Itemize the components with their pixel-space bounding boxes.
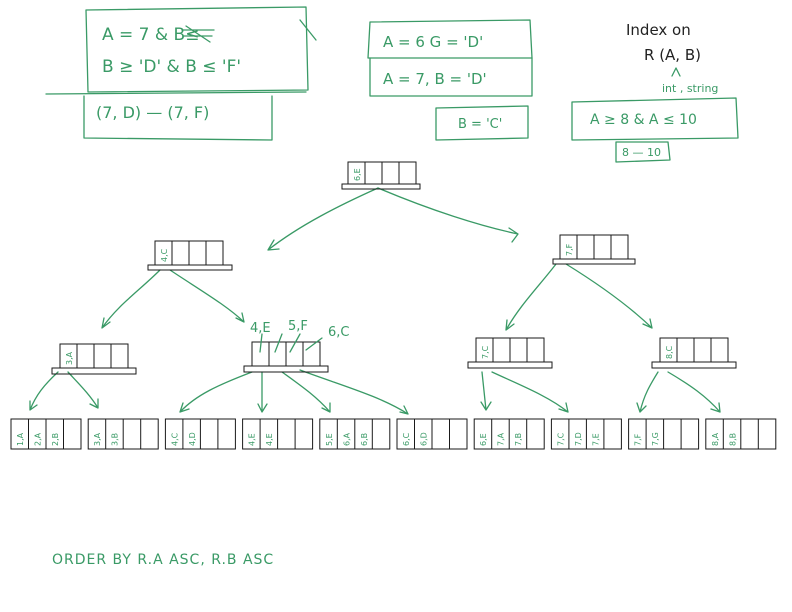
level2-annotation-1: 4,E	[250, 321, 271, 336]
order-by-note: ORDER BY R.A ASC, R.B ASC	[52, 552, 274, 568]
leaf-node: 4,C 4,D	[164, 418, 236, 450]
leaf-key: 6,A	[342, 432, 351, 446]
leaf-key: 3,A	[93, 432, 102, 446]
query1-line2: B ≥ 'D' & B ≤ 'F'	[102, 57, 241, 77]
level2-key-3: 7,C	[481, 345, 490, 359]
leaf-key: 6,E	[479, 433, 488, 446]
level2-key-4: 8,C	[665, 345, 674, 359]
leaf-node: 5,E 6,A 6,B	[319, 418, 391, 450]
leaf-key: 3,B	[111, 433, 120, 446]
root-key: 6,E	[353, 168, 362, 181]
level2-annotation-3: 6,C	[328, 325, 349, 340]
leaf-key: 7,F	[634, 433, 643, 446]
leaf-key: 7,A	[497, 432, 506, 446]
query1-line1: A = 7 & B≤	[102, 25, 199, 45]
level2-node-4: 8,C	[651, 337, 737, 369]
query2-row3: B = 'C'	[458, 117, 502, 132]
leaf-node: 1,A 2,A 2,B	[10, 418, 82, 450]
leaf-node: 7,F 7,G	[628, 418, 700, 450]
leaf-key: 7,C	[556, 432, 565, 446]
leaf-node: 3,A 3,B	[87, 418, 159, 450]
leaf-key: 4,E	[265, 433, 274, 446]
index-range: 8 — 10	[622, 146, 661, 159]
level2-key-1: 3,A	[65, 351, 74, 365]
index-types: int , string	[662, 82, 718, 95]
leaf-key: 6,C	[402, 432, 411, 446]
level2-node-1: 3,A	[51, 343, 137, 375]
level1-node-right: 7,F	[552, 234, 636, 265]
leaf-key: 4,E	[248, 433, 257, 446]
leaf-key: 4,D	[188, 432, 197, 446]
level2-node-3: 7,C	[467, 337, 553, 369]
index-note: Index on R (A, B) int , string A ≥ 8 & A…	[571, 21, 739, 163]
index-range-query: A ≥ 8 & A ≤ 10	[590, 112, 697, 128]
index-title: Index on	[626, 21, 691, 39]
level2-node-2: 4,E 5,F 6,C	[243, 319, 349, 373]
leaf-key: 5,E	[325, 433, 334, 446]
root-node: 6,E	[341, 161, 421, 190]
level2-annotation-2: 5,F	[288, 319, 308, 334]
leaf-node: 7,C 7,D 7,E	[550, 418, 622, 450]
leaf-key: 8,A	[711, 432, 720, 446]
index-relation: R (A, B)	[644, 46, 701, 64]
tree-edges	[29, 187, 721, 415]
level1-key-left: 4,C	[160, 248, 169, 262]
leaf-key: 7,G	[651, 432, 660, 446]
query1-range: (7, D) — (7, F)	[96, 103, 209, 122]
leaf-node: 8,A 8,B	[705, 418, 777, 450]
leaf-node: 6,E 7,A 7,B	[473, 418, 545, 450]
scratch-out-mark	[181, 25, 215, 43]
leaf-key: 6,B	[360, 433, 369, 446]
level1-node-left: 4,C	[147, 240, 233, 271]
leaf-key: 6,D	[420, 432, 429, 446]
query2-row2: A = 7, B = 'D'	[383, 70, 487, 88]
leaf-key: 8,B	[728, 433, 737, 446]
leaf-key: 2,A	[34, 432, 43, 446]
leaf-key: 1,A	[16, 432, 25, 446]
type-arrow	[671, 67, 681, 77]
query2-row1: A = 6 G = 'D'	[383, 33, 483, 51]
leaf-key: 7,E	[591, 433, 600, 446]
leaf-node: 6,C 6,D	[396, 418, 468, 450]
leaf-node: 4,E 4,E	[242, 418, 314, 450]
leaf-key: 4,C	[170, 432, 179, 446]
query2-note: A = 6 G = 'D' A = 7, B = 'D' B = 'C'	[367, 19, 533, 141]
leaf-key: 7,B	[514, 433, 523, 446]
leaf-key: 2,B	[51, 433, 60, 446]
level1-key-right: 7,F	[565, 243, 574, 256]
query1-note: A = 7 & B≤ B ≥ 'D' & B ≤ 'F' (7, D) — (7…	[45, 6, 317, 141]
leaf-key: 7,D	[574, 432, 583, 446]
